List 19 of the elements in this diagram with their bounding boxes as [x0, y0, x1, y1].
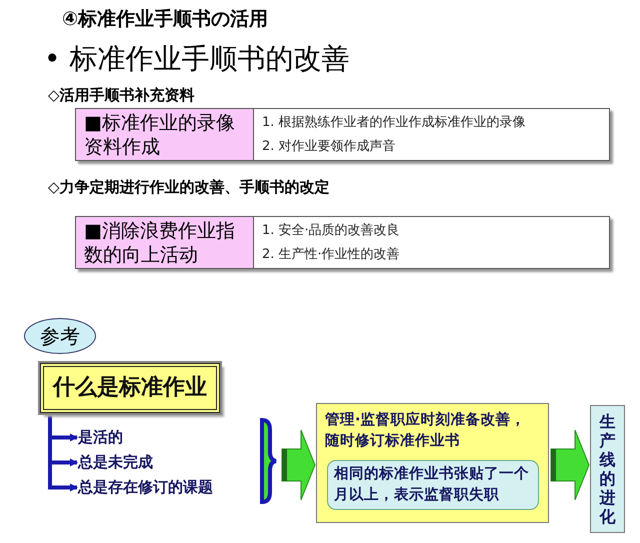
table-cell: ■消除浪费作业指数的向上活动: [76, 217, 254, 268]
table-cell-text: 2. 对作业要领作成声音: [262, 138, 396, 155]
callout-box: 相同的标准作业书张贴了一个月以上，表示监督职失职: [327, 460, 539, 510]
list-item: 总是存在修订的课题: [78, 478, 213, 497]
table-cell-text: 2. 生产性·作业性的改善: [262, 246, 400, 263]
reference-ellipse: 参考: [24, 318, 96, 354]
table-cell: ■标准作业的录像资料作成: [76, 109, 254, 160]
note-box: [316, 403, 549, 523]
section-heading: ◇活用手顺书补充资料: [48, 86, 195, 105]
table-cell-text: 1. 安全·品质的改善改良: [262, 222, 400, 239]
section-heading: ◇力争定期进行作业的改善、手顺书的改定: [48, 178, 330, 197]
heading-box: 什么是标准作业: [40, 363, 220, 413]
table-cell-text: 1. 根据熟练作业者的作业作成标准作业的录像: [262, 114, 526, 131]
list-item: 总是未完成: [78, 453, 153, 472]
subheading: • 标准作业手顺书的改善: [44, 41, 350, 77]
list-item: 是活的: [78, 428, 123, 447]
result-box: 生产线的进化: [590, 405, 625, 533]
title: ④标准作业手顺书の活用: [62, 7, 268, 32]
note-text: 管理·监督职应时刻准备改善，随时修订标准作业书: [325, 410, 527, 451]
